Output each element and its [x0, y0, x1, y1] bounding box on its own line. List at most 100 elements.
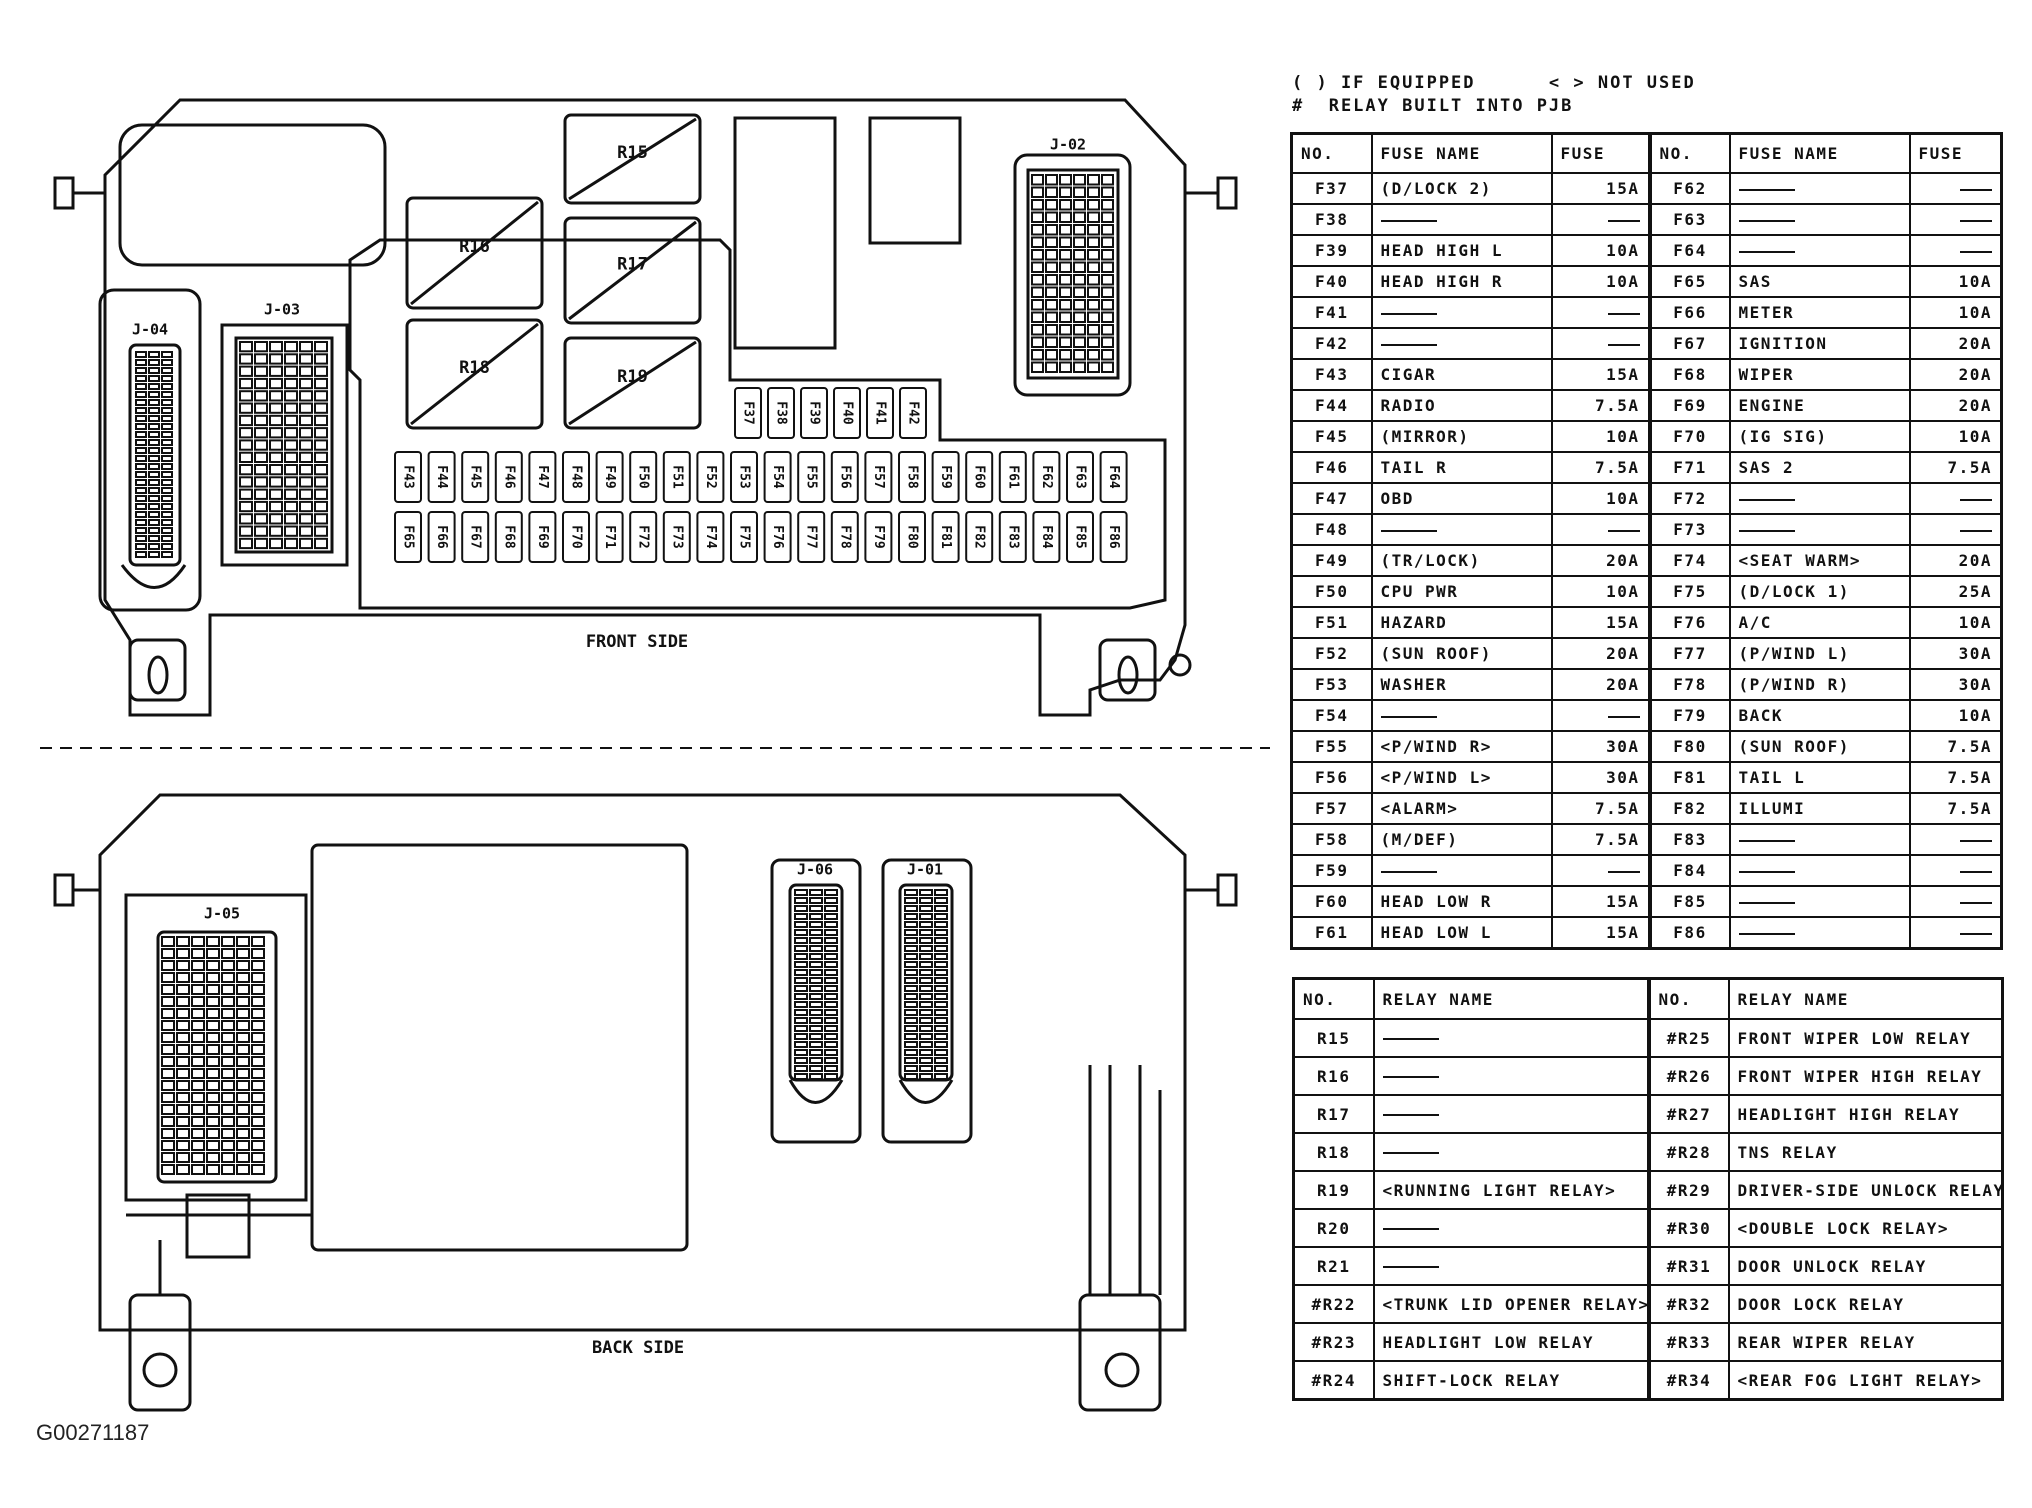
relay-name-cell: FRONT WIPER HIGH RELAY [1727, 1056, 2004, 1096]
fuse-name-cell: METER [1728, 296, 1911, 329]
j05-pin [161, 1164, 175, 1175]
j01-pin [1087, 211, 1100, 223]
j02-pin [934, 961, 948, 968]
j04-pin [135, 471, 147, 478]
back-blank-panel [310, 843, 689, 1252]
j05-pin [251, 1008, 265, 1019]
j02-pin [934, 1025, 948, 1032]
j03-pin [284, 402, 298, 414]
j02-pin [934, 913, 948, 920]
j05-pin [176, 1092, 190, 1103]
fuse-col-no: NO. [1290, 132, 1373, 174]
fuse-rating-cell: 20A [1908, 544, 2003, 577]
j02-pin [904, 1017, 918, 1024]
j03-pin [284, 353, 298, 365]
j03-pin [284, 365, 298, 377]
fuse-slot-row2 [763, 511, 792, 563]
fuse-slot-row1 [629, 451, 658, 503]
fuse-no-cell: F67 [1647, 327, 1731, 360]
relay-label-0: R15 [617, 143, 648, 163]
j06-pin [824, 1009, 838, 1016]
j05-pin [221, 1104, 235, 1115]
j04-pin [161, 471, 173, 478]
j05-pin [161, 1092, 175, 1103]
fuse-slot-row2 [1032, 511, 1061, 563]
fuse-rating-cell: 7.5A [1908, 761, 2003, 794]
j02-pin [934, 1041, 948, 1048]
j03-pin [299, 488, 313, 500]
j05-pin [251, 948, 265, 959]
j05-pin [206, 984, 220, 995]
fuse-slot-row2 [662, 511, 691, 563]
j05-pin [251, 1092, 265, 1103]
j02-pin [919, 937, 933, 944]
j01-pin [1087, 336, 1100, 348]
j02-pin [934, 953, 948, 960]
j06-pin [824, 1041, 838, 1048]
j02-pin [904, 889, 918, 896]
j05-pin [176, 1140, 190, 1151]
j01-pin [1045, 224, 1058, 236]
j01-pin [1087, 236, 1100, 248]
fuse-slot-row1-label: F57 [871, 465, 886, 488]
relay-no-cell: #R26 [1646, 1056, 1730, 1096]
fuse-slot-row1 [1066, 451, 1094, 503]
relay-box-4 [563, 336, 702, 430]
fuse-slot-row2-label: F77 [804, 525, 819, 548]
j06-pin [794, 1017, 808, 1024]
fuse-name-cell: (M/DEF) [1370, 823, 1553, 856]
j05-pin [221, 1068, 235, 1079]
fuse-slot-row1 [898, 451, 926, 503]
fuse-no-cell: F55 [1290, 730, 1373, 763]
j05-pin [206, 960, 220, 971]
j05-pin [236, 996, 250, 1007]
j03-pin [299, 427, 313, 439]
fuse-no-cell: F50 [1290, 575, 1373, 608]
j06-pin [794, 1025, 808, 1032]
j05-pin [176, 1116, 190, 1127]
fuse-slot-row1 [595, 451, 624, 503]
j06-pin [794, 889, 808, 896]
j05-pin [176, 1152, 190, 1163]
fuse-slot-row2-label: F72 [636, 525, 651, 548]
relay-name-cell: TNS RELAY [1727, 1132, 2004, 1172]
j03-pin [299, 525, 313, 537]
fuse-rating-cell: 10A [1908, 606, 2003, 639]
fuse-no-cell: F52 [1290, 637, 1373, 670]
j06-pin [824, 929, 838, 936]
j05-pin [221, 936, 235, 947]
j03-pin [254, 537, 268, 550]
j06-pin [809, 1073, 823, 1080]
j05-pin [161, 1080, 175, 1091]
fuse-name-cell: HEAD HIGH R [1370, 265, 1553, 298]
relay-name-cell: REAR WIPER RELAY [1727, 1322, 2004, 1362]
j05-pin [161, 1020, 175, 1031]
j01-pin [1101, 199, 1114, 211]
j02-pin [904, 977, 918, 984]
relay-table-header-row: NO. RELAY NAME NO. RELAY NAME [1292, 977, 2004, 1020]
j05-pin [221, 972, 235, 983]
fuse-no-cell: F85 [1647, 885, 1731, 918]
fuse-rating-cell: 15A [1550, 358, 1651, 391]
j06-pin [809, 1057, 823, 1064]
j05-pin [221, 948, 235, 959]
front-pin-right [1216, 176, 1238, 210]
j06-pin [809, 961, 823, 968]
fuse-rating-cell: 7.5A [1550, 451, 1651, 484]
fuse-no-cell: F61 [1290, 916, 1373, 950]
fuse-no-cell: F51 [1290, 606, 1373, 639]
fuse-name-cell [1728, 513, 1911, 546]
j03-housing [220, 323, 349, 567]
j04-pin [148, 375, 160, 382]
fuse-rating-cell: 7.5A [1550, 823, 1651, 856]
j05-pin [161, 1068, 175, 1079]
fuse-slot-row1-label: F60 [972, 465, 987, 489]
relay-label-3: R18 [459, 358, 490, 378]
j06-pin [824, 1033, 838, 1040]
j01-pin [1073, 311, 1086, 323]
fuse-slot-row1-label: F63 [1073, 465, 1088, 488]
j01-pin [1073, 261, 1086, 273]
